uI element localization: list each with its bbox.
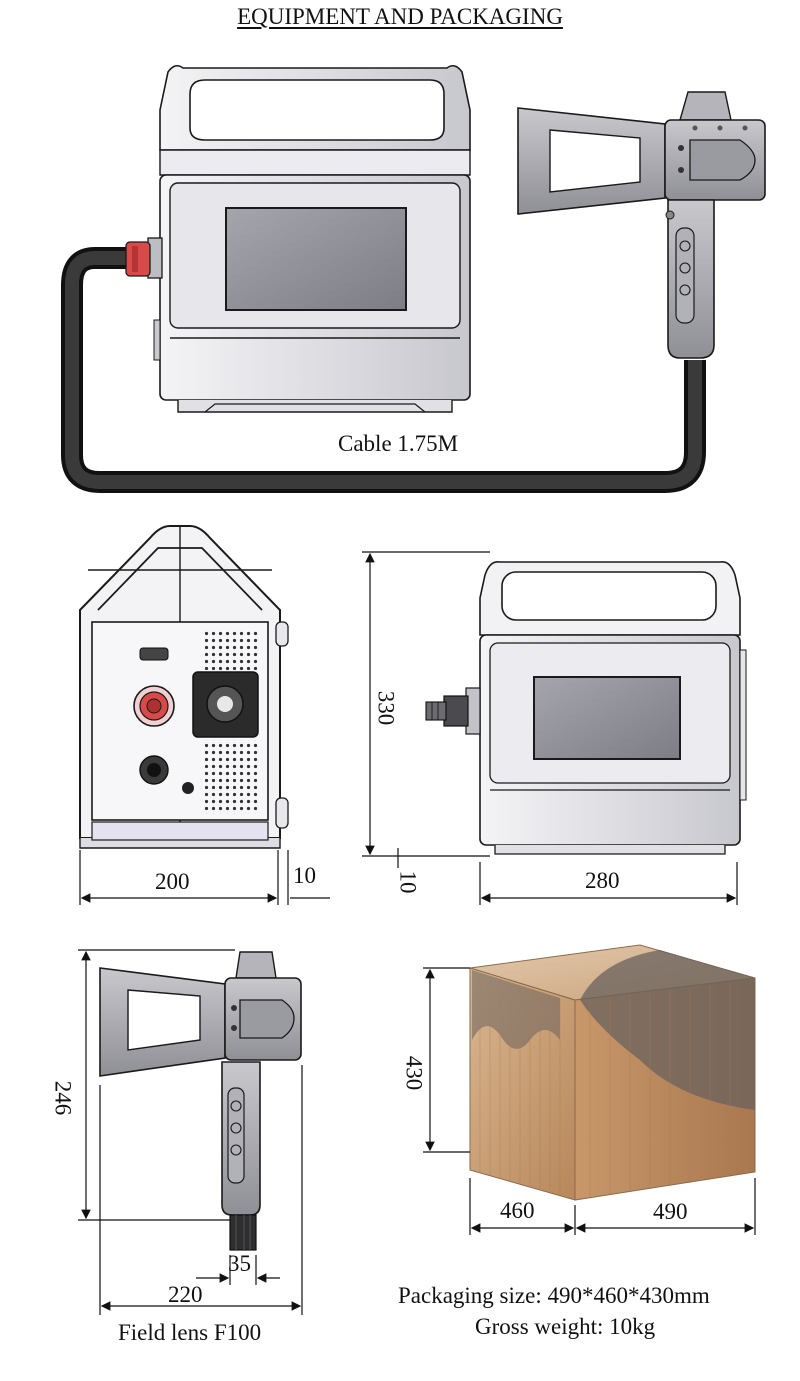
dim-front-base-offset: 10 [395, 870, 421, 894]
dim-box-height: 430 [401, 1055, 427, 1091]
dim-front-width: 280 [585, 868, 620, 893]
front-view-dimensions [362, 551, 738, 905]
machine-side-view-icon [79, 525, 289, 849]
machine-front-view-icon [425, 560, 747, 855]
dim-gun-height: 246 [50, 1080, 76, 1116]
dim-side-gap: 10 [293, 863, 316, 888]
packaging-size-label: Packaging size: 490*460*430mm [398, 1283, 710, 1308]
laser-gun-icon [517, 91, 766, 359]
side-view-dimensions [79, 850, 330, 905]
dim-front-height: 330 [373, 690, 399, 726]
dim-box-width: 490 [653, 1199, 688, 1224]
page-title: EQUIPMENT AND PACKAGING [237, 4, 563, 29]
dim-lens-width: 35 [228, 1251, 251, 1276]
cable-label: Cable 1.75M [338, 431, 459, 456]
field-lens-label: Field lens F100 [118, 1320, 262, 1345]
dim-side-width: 200 [155, 869, 190, 894]
dim-gun-width: 220 [168, 1282, 203, 1307]
machine-front-icon [125, 64, 471, 413]
packaging-box-icon [469, 944, 756, 1201]
gross-weight-label: Gross weight: 10kg [475, 1314, 656, 1339]
cable-icon [61, 247, 706, 493]
dim-box-depth: 460 [500, 1198, 535, 1223]
box-dimensions [423, 967, 756, 1235]
laser-gun-side-icon [99, 951, 302, 1251]
gun-dimensions [78, 949, 303, 1315]
